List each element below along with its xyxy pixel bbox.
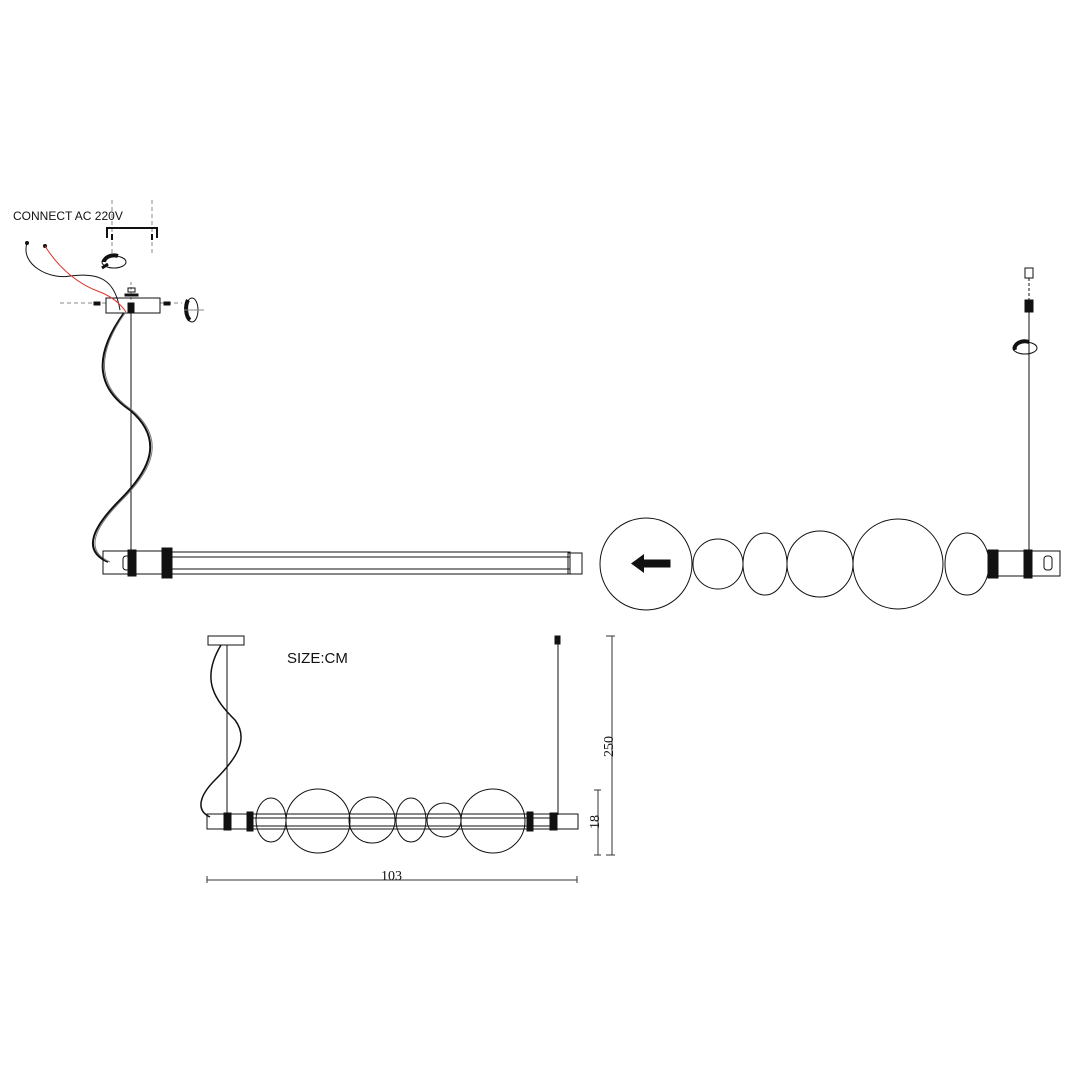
dimension-height-250: 250 bbox=[602, 736, 617, 757]
rotate-arrow-icon bbox=[184, 297, 204, 323]
power-cord-outline bbox=[94, 312, 153, 563]
size-unit-label: SIZE:CM bbox=[287, 650, 348, 667]
dimensioned-fixture bbox=[200, 635, 579, 854]
dimension-height-18: 18 bbox=[588, 815, 603, 829]
power-wires bbox=[25, 241, 127, 313]
canopy-top bbox=[60, 282, 182, 314]
direction-arrow-icon bbox=[631, 554, 671, 573]
glass-spheres bbox=[599, 517, 990, 611]
right-hook bbox=[1024, 267, 1034, 550]
rotate-arrow-icon bbox=[1012, 339, 1038, 355]
dimension-length-103: 103 bbox=[381, 869, 402, 884]
power-cord bbox=[91, 312, 152, 563]
fixture-bar-left bbox=[102, 547, 583, 579]
dimension-lines bbox=[206, 635, 615, 883]
rotate-arrow-icon bbox=[101, 253, 127, 270]
fixture-end-right bbox=[987, 549, 1061, 579]
connect-label: CONNECT AC 220V bbox=[13, 209, 123, 223]
ceiling-bracket bbox=[106, 200, 158, 256]
